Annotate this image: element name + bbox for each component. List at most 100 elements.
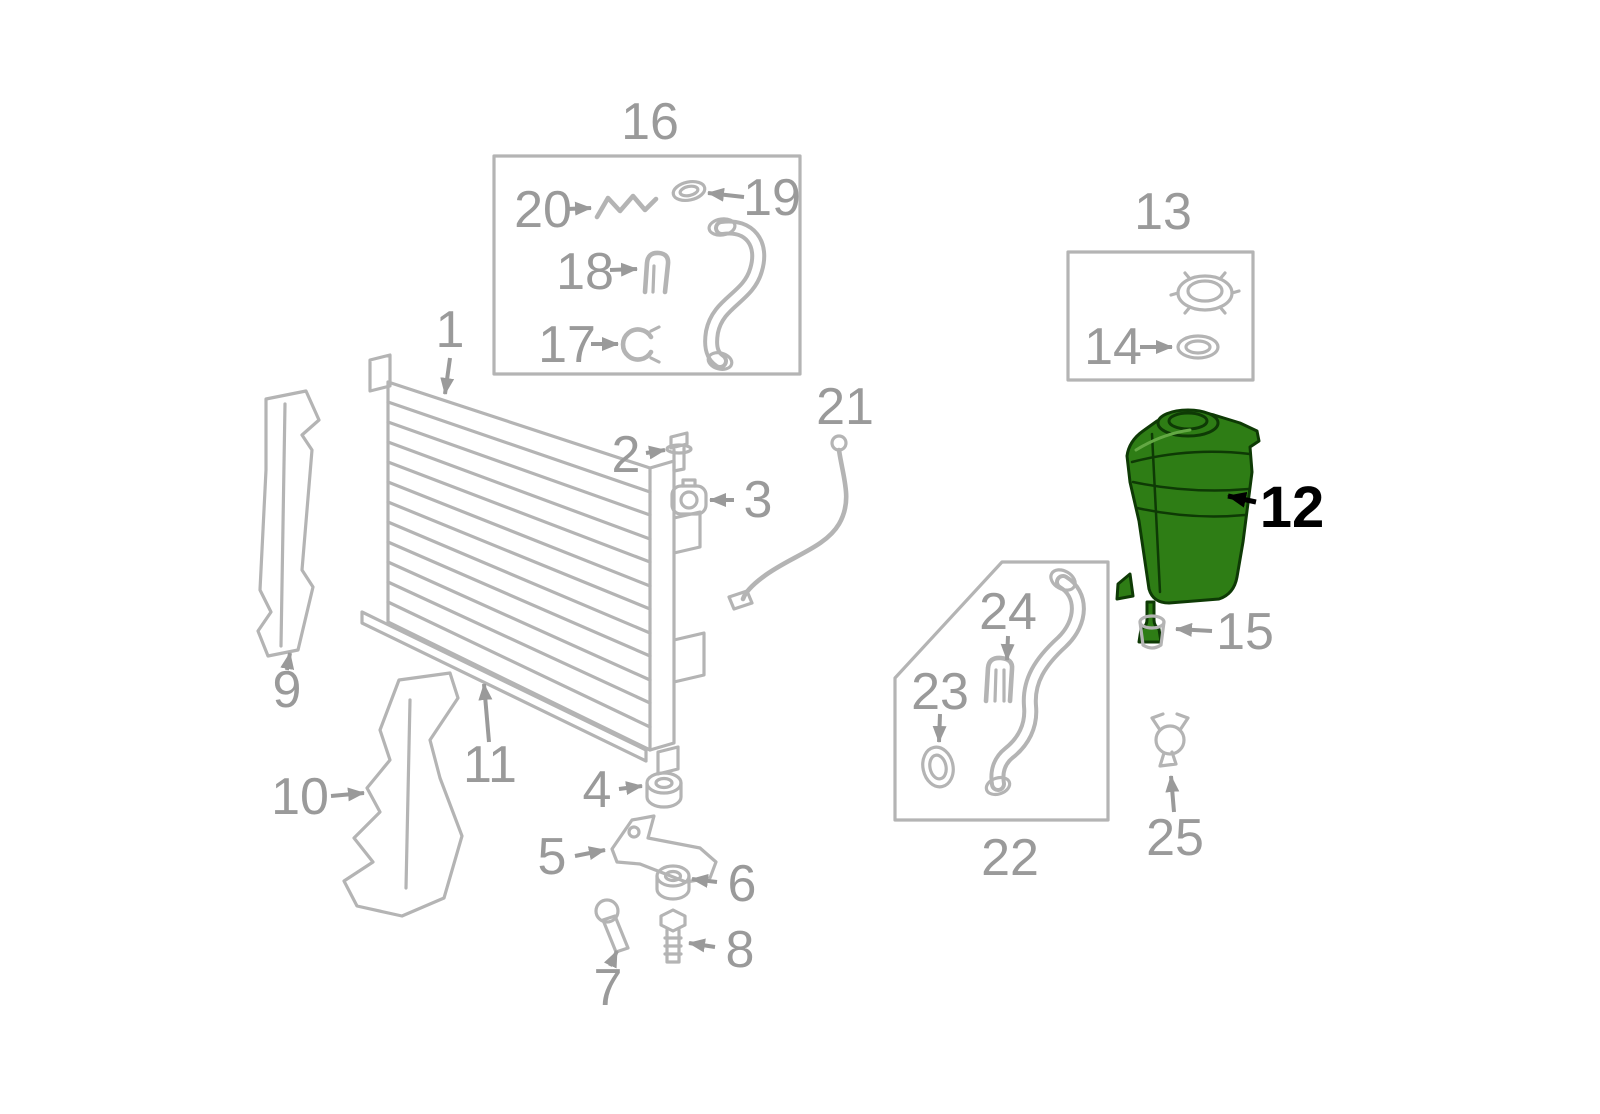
- ring6-body: [655, 874, 691, 901]
- part-clip-25: [1150, 712, 1190, 768]
- hose22-end-top: [1049, 568, 1077, 592]
- part-ring-6: [655, 864, 691, 901]
- part-hose-box22: [984, 568, 1086, 797]
- label-1: 1: [436, 301, 465, 359]
- label-9: 9: [273, 661, 302, 719]
- group-box-13: [1066, 250, 1255, 382]
- hose16-end-top: [707, 217, 737, 237]
- part-seal-19: [671, 179, 707, 203]
- arrow-12-highlight: [1227, 491, 1257, 508]
- grommet4-top: [645, 771, 683, 795]
- part-plug-15: [1138, 614, 1166, 650]
- part-cap-seal-14: [1176, 334, 1220, 360]
- seal19-outer: [671, 179, 707, 203]
- arrow-11: [478, 683, 493, 743]
- part-bracket-arm-5: [610, 814, 718, 884]
- arrow-23: [932, 713, 947, 743]
- clip18-detail: [651, 264, 656, 294]
- part-clamp-ring-17: [620, 325, 661, 364]
- label-16: 16: [621, 93, 679, 151]
- part-seal-strip: [360, 610, 648, 763]
- part-clip-18: [642, 250, 671, 295]
- part-air-baffle-left: [256, 389, 321, 658]
- lower-baffle-outline: [342, 671, 464, 918]
- part-seal-ring-23: [921, 745, 955, 789]
- ring23-outer: [921, 745, 955, 789]
- label-6: 6: [728, 855, 757, 913]
- arrow-4: [618, 781, 643, 796]
- arrow-24: [1000, 635, 1015, 661]
- clip18-outline: [642, 250, 671, 295]
- grommet3-tab: [681, 478, 697, 488]
- bolt7-shaft: [601, 914, 630, 954]
- part-coolant-reservoir-highlighted[interactable]: [1115, 408, 1261, 644]
- plug15-body: [1138, 620, 1166, 650]
- hose22-end-bottom: [984, 775, 1012, 797]
- pipe21-tube: [740, 447, 849, 602]
- label-13: 13: [1134, 183, 1192, 241]
- label-8: 8: [726, 921, 755, 979]
- label-15: 15: [1216, 603, 1274, 661]
- group-box-22: [893, 560, 1110, 822]
- arrow-9: [280, 652, 295, 671]
- part-reservoir-cap: [1169, 271, 1241, 315]
- arrow-10: [330, 787, 365, 802]
- group-box-16: [492, 154, 802, 376]
- arrow-7: [603, 950, 619, 969]
- ring17-tabs: [649, 325, 661, 364]
- label-25: 25: [1146, 809, 1204, 867]
- arrow-2: [645, 445, 666, 460]
- arrow-15: [1175, 622, 1213, 637]
- bolt8-shaft-threads: [663, 928, 683, 964]
- label-14: 14: [1084, 318, 1142, 376]
- label-4: 4: [583, 761, 612, 819]
- hose16-core: [707, 223, 763, 365]
- radiator-tank-and-fittings: [368, 353, 706, 776]
- reservoir-body: [1125, 411, 1261, 605]
- radiator-slats: [386, 400, 652, 729]
- label-7: 7: [594, 959, 623, 1017]
- cap-ribs: [1169, 271, 1241, 315]
- label-18: 18: [556, 243, 614, 301]
- lower-baffle-detail-line: [404, 698, 412, 890]
- part-clip-24: [983, 655, 1015, 704]
- label-5: 5: [538, 828, 567, 886]
- arrow-20: [566, 201, 592, 216]
- part-grommet-3: [670, 478, 708, 516]
- baffle-outline: [256, 389, 321, 658]
- label-10: 10: [271, 768, 329, 826]
- label-3: 3: [744, 471, 773, 529]
- ring17-arc: [620, 327, 654, 362]
- arrow-19: [707, 187, 745, 202]
- ring23-inner: [928, 753, 948, 781]
- cap-inner: [1186, 279, 1224, 303]
- label-17: 17: [538, 316, 596, 374]
- arrow-8: [688, 938, 716, 953]
- arm5-outline: [610, 814, 718, 884]
- part-radiator: [368, 353, 706, 776]
- arrow-18: [609, 262, 638, 277]
- label-24: 24: [979, 583, 1037, 641]
- part-hose-box16: [703, 217, 767, 371]
- grommet4-hole: [654, 776, 674, 790]
- label-21: 21: [816, 378, 874, 436]
- arrow-25: [1165, 775, 1180, 813]
- bolt7-head: [594, 898, 620, 924]
- bolt2-flange: [665, 443, 693, 455]
- label-12-highlighted[interactable]: 12: [1260, 475, 1325, 540]
- seal14-inner: [1184, 339, 1212, 355]
- label-2: 2: [612, 426, 641, 484]
- part-grommet-4: [645, 771, 683, 809]
- label-11: 11: [463, 736, 517, 794]
- pipe21-end-fitting: [727, 589, 754, 611]
- arrow-6: [691, 873, 718, 888]
- grommet3-outer: [670, 484, 708, 516]
- hose16-end-bottom: [706, 351, 734, 371]
- label-22: 22: [981, 829, 1039, 887]
- part-bolt-8: [659, 908, 687, 964]
- part-bolt-2: [665, 431, 693, 473]
- grommet4-body: [645, 781, 683, 809]
- label-19: 19: [743, 169, 801, 227]
